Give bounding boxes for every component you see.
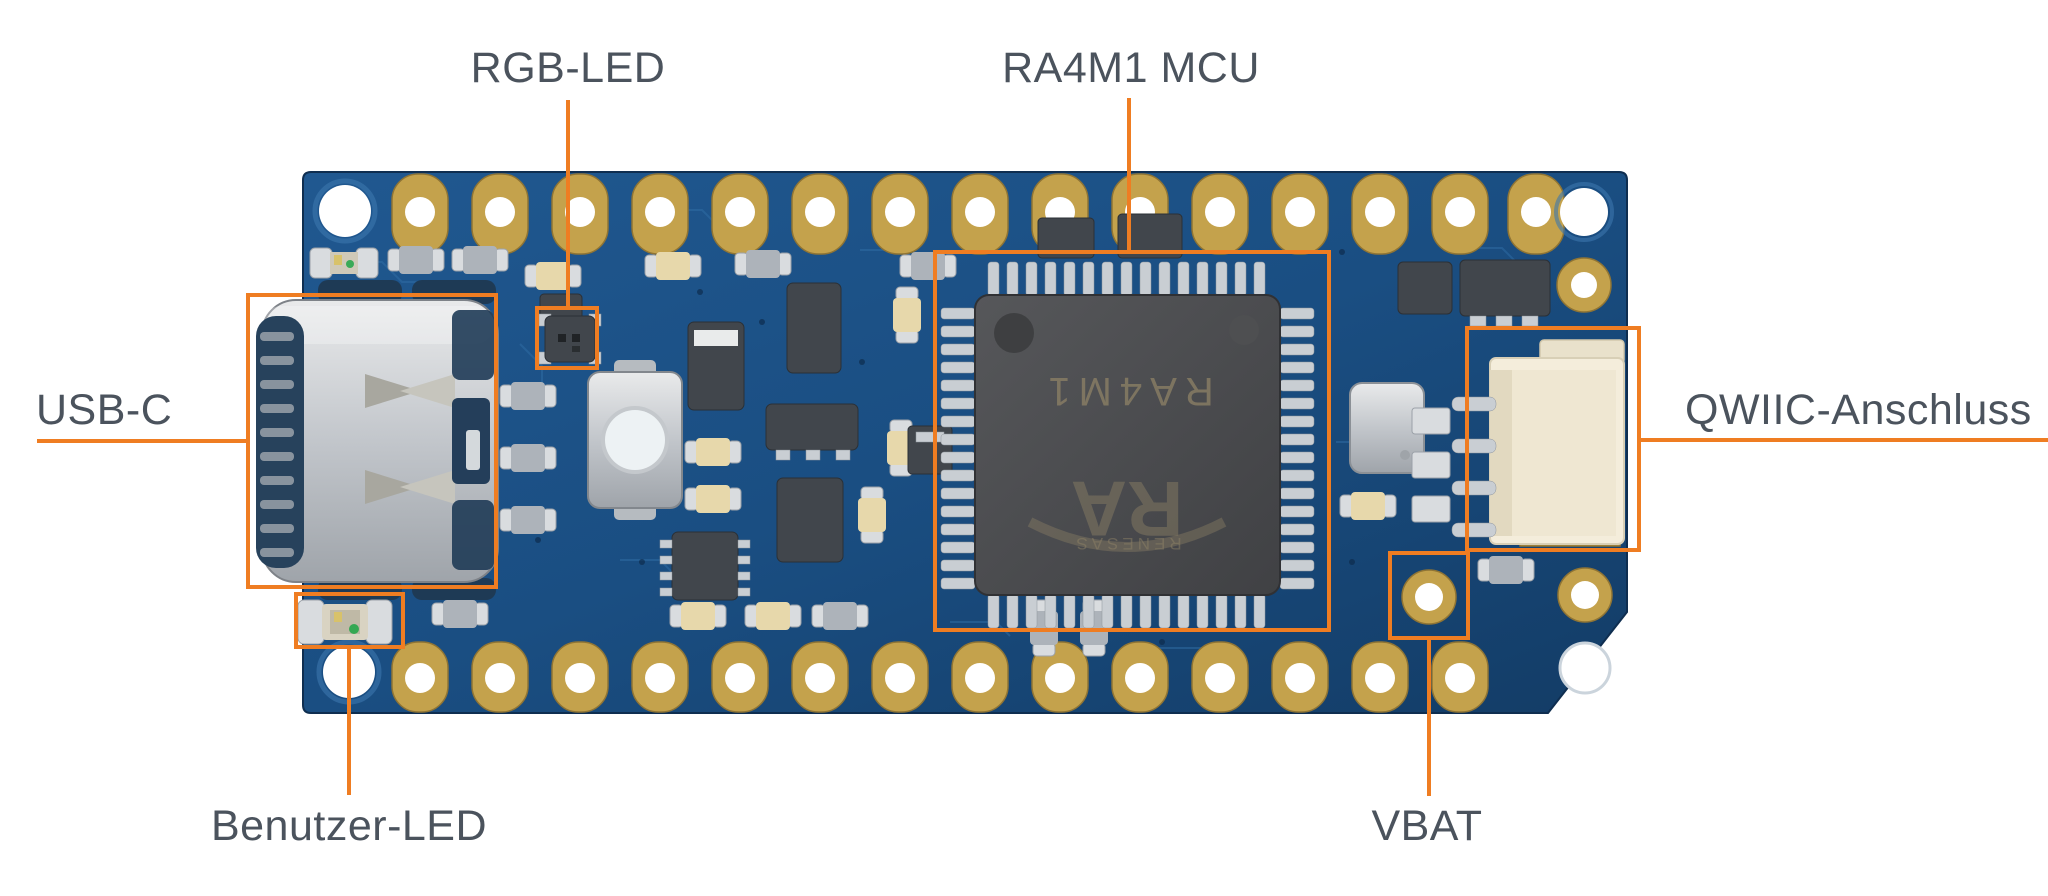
leader-usb-c (37, 439, 250, 443)
mcu-marking-text: RA4M1 (1040, 369, 1213, 413)
qwiic-pins (1411, 396, 1497, 538)
leader-vbat (1427, 636, 1431, 796)
leader-benutzer-led (347, 645, 351, 795)
callout-box-usb-c (246, 293, 498, 589)
label-usb-c: USB-C (36, 386, 173, 434)
callout-box-vbat (1388, 551, 1470, 640)
leader-qwiic (1638, 438, 2048, 442)
leader-rgb-led (566, 100, 570, 308)
usb-shell-ribs (260, 332, 294, 557)
mcu-brand-text: RENESAS (1072, 534, 1181, 553)
mcu-logo-text: RA (1071, 465, 1184, 553)
mcu-marking: RA4M1 RA RENESAS (1027, 369, 1227, 553)
label-rgb-led: RGB-LED (470, 44, 666, 92)
callout-box-qwiic (1465, 326, 1641, 552)
callout-box-rgb-led (535, 306, 599, 370)
smd-transistors (539, 213, 1551, 601)
mcu-leads (940, 261, 1315, 629)
power-led-component (309, 247, 379, 279)
label-benutzer-led: Benutzer-LED (210, 802, 488, 850)
callout-box-mcu (933, 250, 1331, 632)
leader-ra4m1-mcu (1127, 98, 1131, 254)
usb-c-connector (256, 280, 499, 600)
mcu-chip: RA4M1 RA RENESAS (940, 261, 1315, 629)
label-qwiic: QWIIC-Anschluss (1685, 386, 2032, 434)
mounting-holes (312, 178, 1614, 705)
qwiic-connector (1411, 339, 1625, 547)
vbat-pad (1401, 569, 1457, 625)
callout-box-benutzer-led (294, 592, 405, 649)
user-led-component (297, 599, 393, 645)
usb-emboss-arrows (365, 374, 455, 504)
label-vbat: VBAT (1371, 802, 1483, 850)
reset-button (587, 360, 683, 520)
label-ra4m1-mcu: RA4M1 MCU (1002, 44, 1260, 92)
